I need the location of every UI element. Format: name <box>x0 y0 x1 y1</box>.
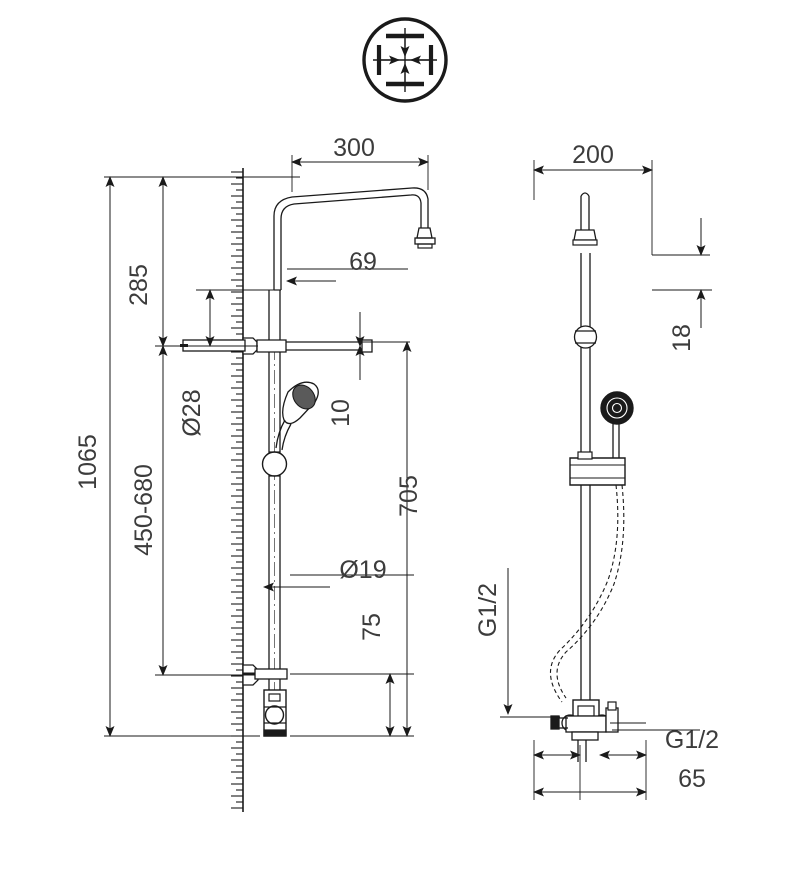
side-handheld-shower <box>600 391 634 470</box>
front-dimension-lines <box>105 157 429 737</box>
dim-10-label: 10 <box>327 399 355 427</box>
dim-69-label: 69 <box>349 248 377 276</box>
dim-450-680-label: 450-680 <box>130 464 158 556</box>
dim-d28-label: Ø28 <box>178 389 206 436</box>
handheld-shower <box>275 381 319 451</box>
dim-75-label: 75 <box>358 613 386 641</box>
section-symbol <box>362 17 448 103</box>
thread-left-label: G1/2 <box>474 583 502 637</box>
riser-pipe <box>268 290 281 735</box>
rain-shower-head <box>414 227 436 249</box>
side-top-pipe <box>572 192 598 246</box>
dim-300-label: 300 <box>333 134 375 162</box>
dim-705-label: 705 <box>395 475 423 517</box>
side-dimension-lines <box>503 165 706 797</box>
flexible-hose <box>549 484 625 703</box>
dim-200-label: 200 <box>572 141 614 169</box>
dim-1065-label: 1065 <box>74 434 102 490</box>
wall-line <box>231 168 244 812</box>
dim-65-label: 65 <box>678 765 706 793</box>
dim-18-label: 18 <box>668 324 696 352</box>
dim-285-label: 285 <box>125 264 153 306</box>
lower-valve-body <box>242 664 288 737</box>
dimension-text-group: 300 285 1065 450-680 Ø28 69 10 705 Ø19 7… <box>74 134 719 793</box>
thread-right-label: G1/2 <box>665 726 719 754</box>
side-slider-bracket <box>569 451 626 486</box>
slider-holder <box>261 451 288 477</box>
front-extension-lines <box>104 155 429 737</box>
dim-d19-label: Ø19 <box>339 556 386 584</box>
side-mixer-body <box>550 699 619 762</box>
side-riser-joint <box>573 325 598 349</box>
side-riser-pipe <box>573 253 598 700</box>
